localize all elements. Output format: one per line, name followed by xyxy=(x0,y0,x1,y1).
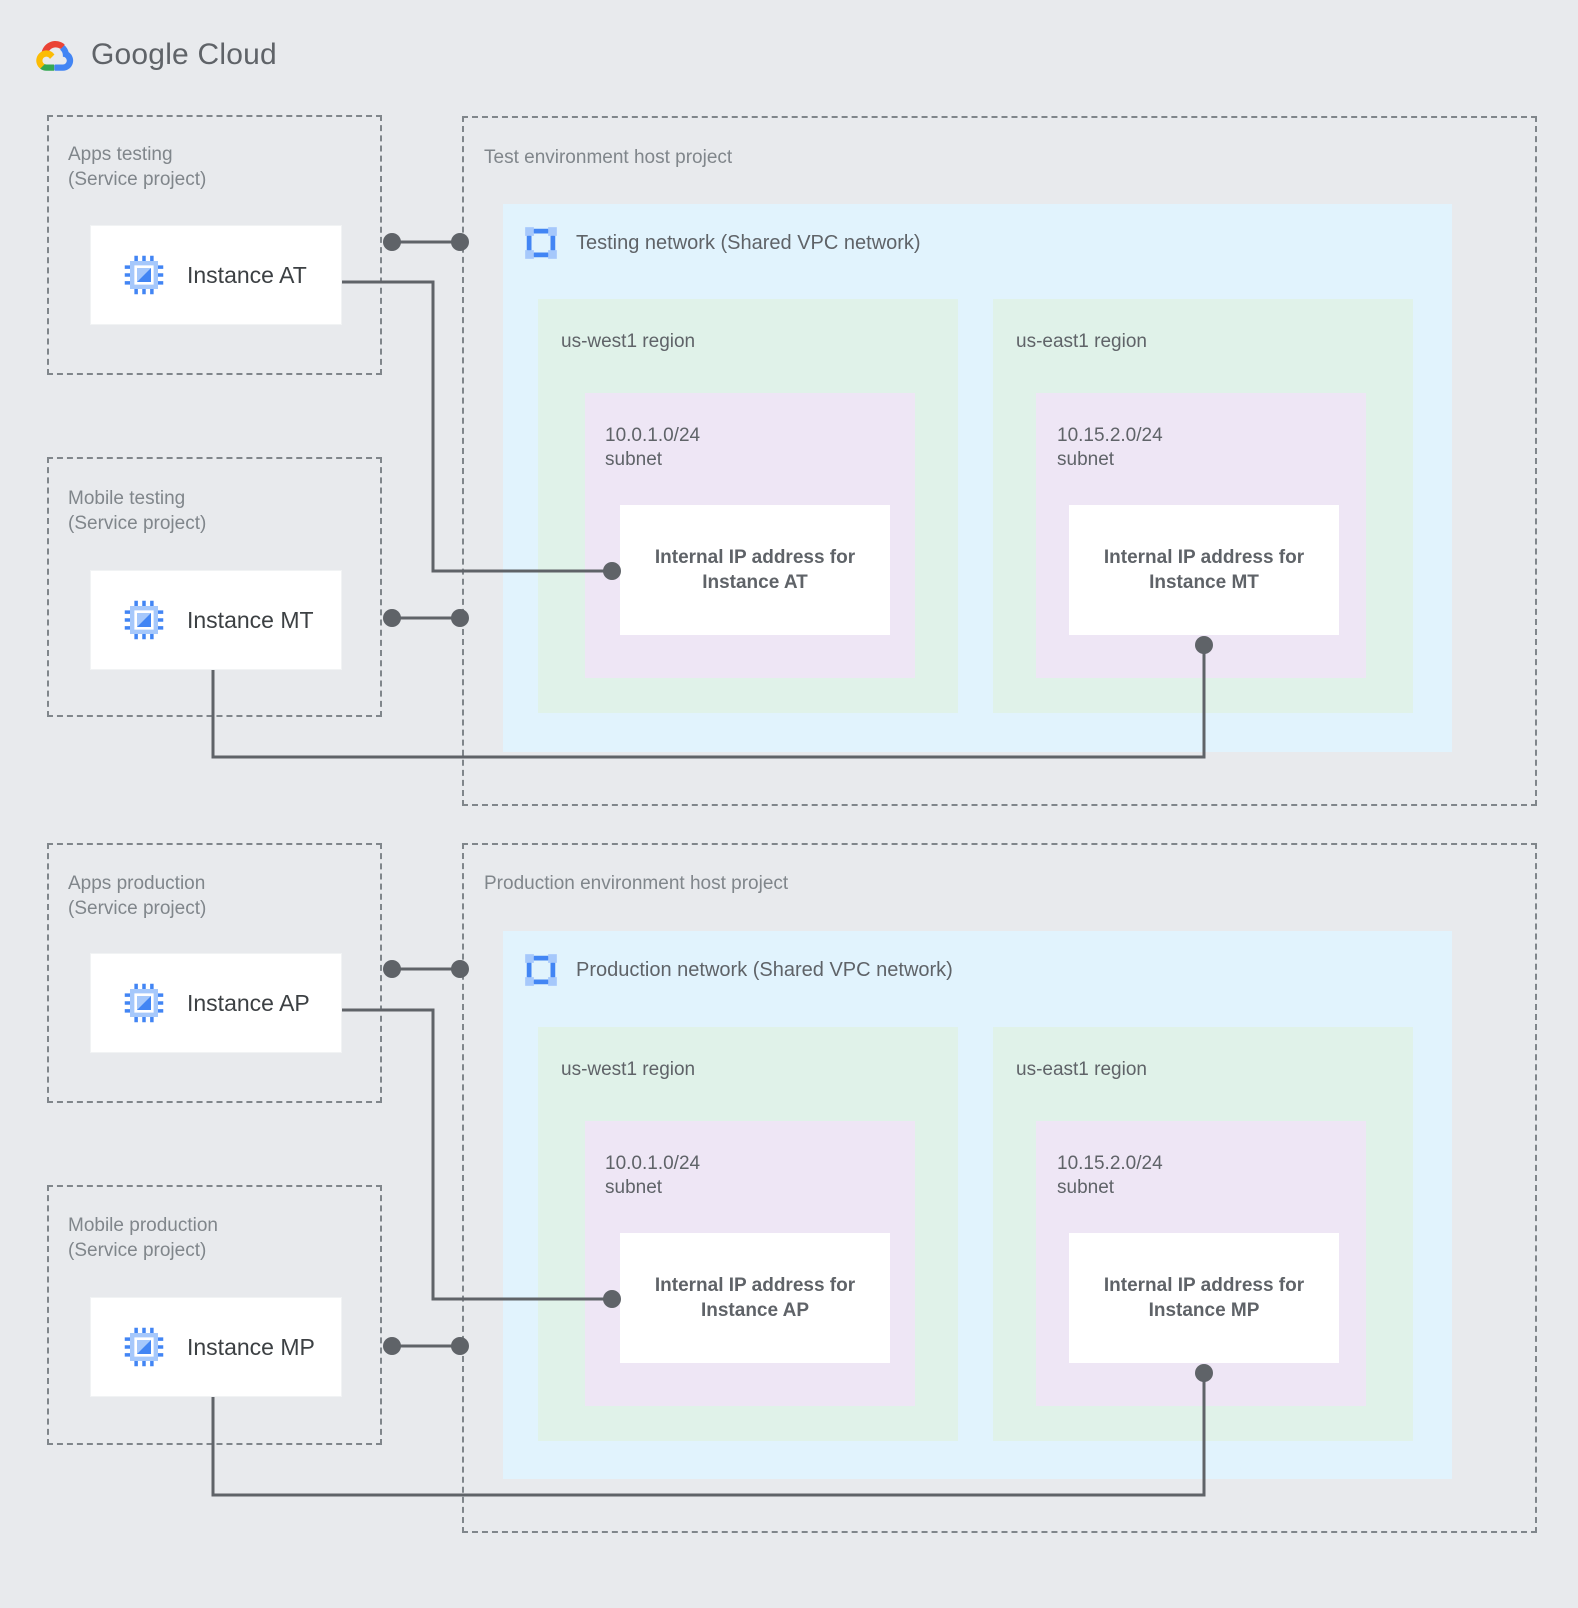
google-cloud-logo: Google Cloud xyxy=(33,36,277,74)
ip-card-instance-mt: Internal IP address for Instance MT xyxy=(1069,505,1339,635)
region-prod-us-west1-label: us-west1 region xyxy=(561,1059,696,1080)
ip-card-instance-at: Internal IP address for Instance AT xyxy=(620,505,890,635)
service-project-apps-production-label: Apps production (Service project) xyxy=(68,873,207,919)
host-project-test-label: Test environment host project xyxy=(484,147,733,168)
instance-label-at: Instance AT xyxy=(187,261,307,288)
vpc-network-production-title: Production network (Shared VPC network) xyxy=(576,958,953,981)
instance-label-mt: Instance MT xyxy=(187,606,314,633)
service-project-mobile-testing-label: Mobile testing (Service project) xyxy=(68,488,207,534)
subnet-test-us-west1-label: 10.0.1.0/24 subnet xyxy=(605,425,701,470)
compute-engine-icon xyxy=(124,600,164,640)
logo-text-google: Google xyxy=(91,38,189,71)
region-prod-us-east1-label: us-east1 region xyxy=(1016,1059,1147,1080)
service-project-apps-testing xyxy=(47,115,382,375)
region-test-us-west1-label: us-west1 region xyxy=(561,331,696,352)
subnet-test-us-east1-label: 10.15.2.0/24 subnet xyxy=(1057,425,1163,470)
vpc-network-production-header: Production network (Shared VPC network) xyxy=(522,951,953,989)
subnet-prod-us-west1-label: 10.0.1.0/24 subnet xyxy=(605,1153,701,1198)
region-test-us-east1-label: us-east1 region xyxy=(1016,331,1147,352)
connector-dot xyxy=(383,960,401,978)
service-project-apps-production xyxy=(47,843,382,1103)
subnet-prod-us-east1-label: 10.15.2.0/24 subnet xyxy=(1057,1153,1163,1198)
vpc-network-icon xyxy=(525,954,557,986)
ip-card-instance-mp: Internal IP address for Instance MP xyxy=(1069,1233,1339,1363)
connector-dot xyxy=(383,233,401,251)
instance-card-at[interactable]: Instance AT xyxy=(90,225,342,325)
logo-text: Google Cloud xyxy=(91,38,277,72)
service-project-apps-testing-label: Apps testing (Service project) xyxy=(68,144,207,190)
compute-engine-icon xyxy=(124,1327,164,1367)
instance-card-mp[interactable]: Instance MP xyxy=(90,1297,342,1397)
vpc-network-icon xyxy=(525,227,557,259)
vpc-network-testing-header: Testing network (Shared VPC network) xyxy=(522,224,921,262)
service-project-mobile-production-label: Mobile production (Service project) xyxy=(68,1215,218,1261)
compute-engine-icon xyxy=(124,983,164,1023)
instance-label-mp: Instance MP xyxy=(187,1333,315,1360)
compute-engine-icon xyxy=(124,255,164,295)
google-cloud-logo-icon xyxy=(36,41,74,71)
instance-card-ap[interactable]: Instance AP xyxy=(90,953,342,1053)
connector-dot xyxy=(383,1337,401,1355)
logo-text-cloud: Cloud xyxy=(188,38,277,71)
connector-dot xyxy=(383,609,401,627)
host-project-production-label: Production environment host project xyxy=(484,873,789,894)
instance-card-mt[interactable]: Instance MT xyxy=(90,570,342,670)
instance-label-ap: Instance AP xyxy=(187,989,310,1016)
ip-card-instance-ap: Internal IP address for Instance AP xyxy=(620,1233,890,1363)
vpc-network-testing-title: Testing network (Shared VPC network) xyxy=(576,231,921,254)
